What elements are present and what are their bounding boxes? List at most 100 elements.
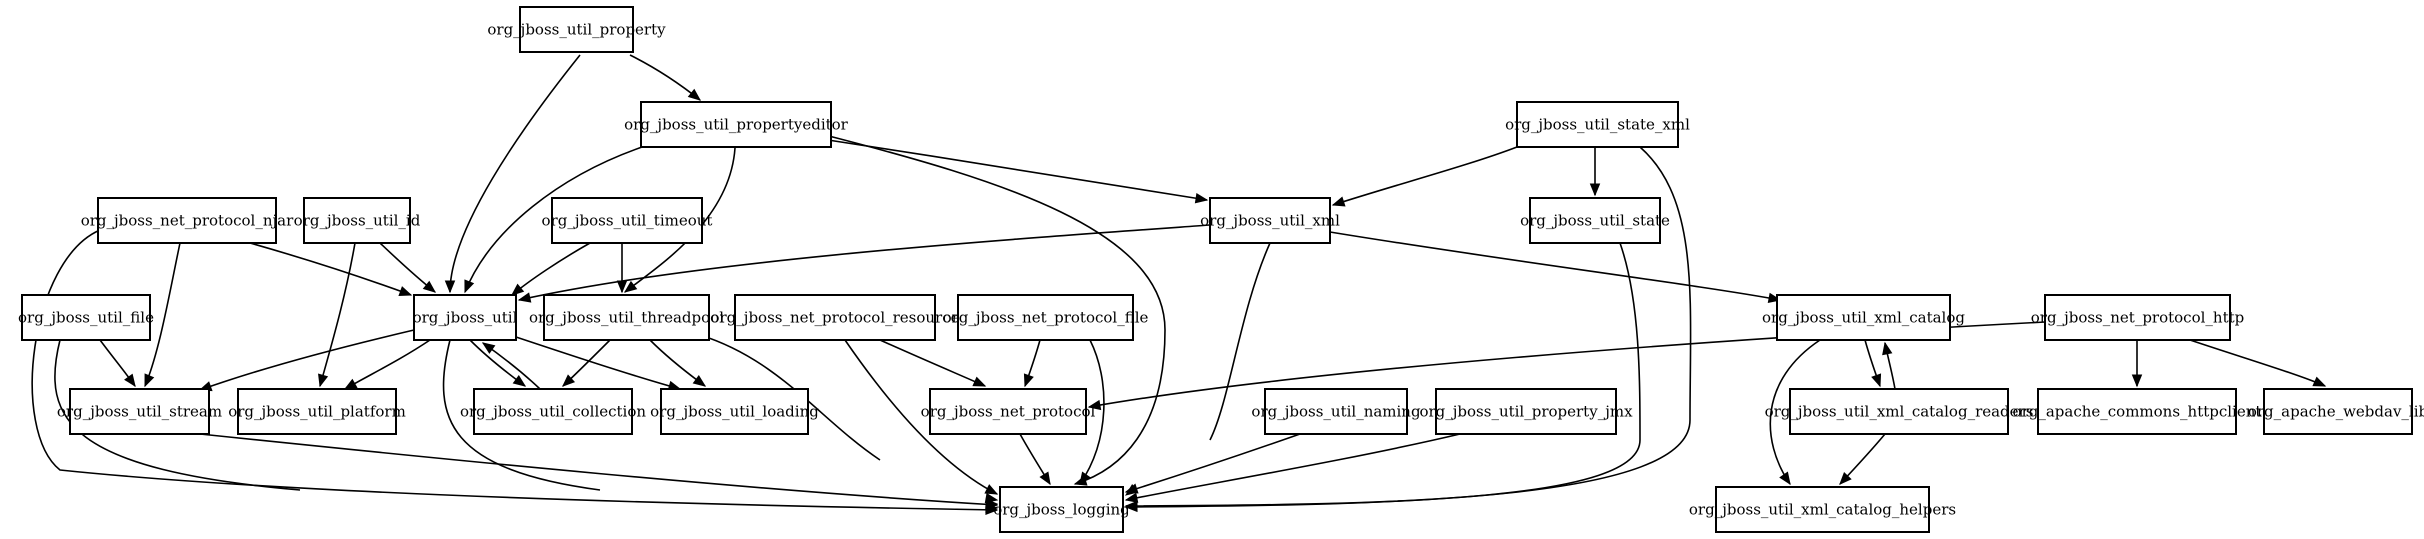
edge-org_jboss_util_threadpool-to-org_jboss_util_loading [649,339,707,387]
edge-org_jboss_util_timeout-to-org_jboss_util_threadpool [616,243,628,294]
node-org_jboss_util_state: org_jboss_util_state [1520,197,1670,244]
edge-org_jboss_net_protocol_njar-to-org_jboss_logging [31,229,999,516]
node-label: org_jboss_util_id [294,212,421,230]
arrowhead-icon [1039,471,1051,486]
node-org_jboss_util_file: org_jboss_util_file [18,294,154,341]
arrowhead-icon [1589,183,1601,197]
edge-org_jboss_util_xml_catalog_readers-to-org_jboss_util_xml_catalog_helpers [1839,433,1886,485]
arrowhead-icon [1023,373,1034,388]
arrowhead-icon [318,373,329,388]
node-box [519,6,634,53]
edge-line [199,433,998,506]
node-org_jboss_util_stream: org_jboss_util_stream [57,388,222,435]
arrowhead-icon [481,342,496,354]
arrowhead-icon [1124,500,1138,512]
edge-org_jboss_util-to-org_jboss_util_stream [198,329,415,392]
node-org_jboss_net_protocol_file: org_jboss_net_protocol_file [943,294,1149,341]
edge-line [449,54,581,293]
edge-org_jboss_util_stream-to-org_jboss_logging [199,433,999,510]
arrowhead-icon [510,283,525,296]
node-org_jboss_net_protocol: org_jboss_net_protocol [921,388,1096,435]
node-label: org_jboss_util_xml_catalog_readers [1765,403,2034,421]
node-label: org_jboss_util_platform [228,403,406,421]
edge-line [319,242,356,387]
edge-org_jboss_util_id-to-org_jboss_util [379,242,437,293]
edge-line [509,334,681,390]
node-box [97,197,277,244]
node-label: org_jboss_util_xml [1200,212,1340,230]
arrowhead-icon [444,280,456,294]
edge-line [1769,339,1821,485]
edge-line [824,134,1166,485]
node-box [551,197,703,244]
node-box [1209,197,1331,244]
arrowhead-icon [984,484,999,495]
arrowhead-icon [343,378,358,390]
node-label: org_jboss_util_loading [650,403,819,421]
edge-line [511,242,591,296]
node-box [734,294,936,341]
arrowhead-icon [1779,471,1791,486]
arrowhead-icon [972,376,987,387]
node-box [1264,388,1408,435]
edge-org_jboss_util_state_xml-to-org_jboss_util_state [1589,147,1601,197]
edge-line [464,145,646,293]
node-box [473,388,633,435]
node-box [957,294,1134,341]
edge-layer [31,54,2327,516]
node-org_jboss_util_xml: org_jboss_util_xml [1200,197,1340,244]
arrowhead-icon [124,373,136,388]
arrowhead-icon [512,374,527,387]
node-label: org_jboss_util [413,309,518,327]
edge-org_jboss_net_protocol_njar-to-org_jboss_util_stream [144,242,181,388]
node-label: org_apache_webdav_lib [2248,403,2424,421]
arrowhead-icon [2131,374,2143,388]
edge-org_jboss_util_xml-to-org_jboss_logging [1124,242,1271,496]
edge-org_jboss_util_property-to-org_jboss_util_propertyeditor [629,54,702,101]
node-org_jboss_util_state_xml: org_jboss_util_state_xml [1505,101,1690,148]
node-label: org_jboss_net_protocol_file [943,309,1149,327]
node-org_jboss_util_loading: org_jboss_util_loading [650,388,819,435]
node-box [21,294,151,341]
node-org_jboss_net_protocol_resource: org_jboss_net_protocol_resource [710,294,960,341]
edge-org_jboss_util_state_xml-to-org_jboss_util_xml [1331,146,1518,207]
node-label: org_jboss_util_propertyeditor [624,116,849,134]
node-box [1529,197,1661,244]
node-box [1715,486,1930,533]
node-label: org_jboss_util_xml_catalog_helpers [1689,501,1956,519]
edge-org_jboss_util_threadpool-to-org_jboss_util_collection [562,339,611,387]
edge-org_jboss_util_timeout-to-org_jboss_util [510,242,591,296]
node-label: org_apache_commons_httpclient [2013,403,2262,421]
edge-org_jboss_util_collection-to-org_jboss_util [481,342,541,390]
node-label: org_jboss_util_collection [460,403,646,421]
edge-line [144,242,181,387]
node-box [2044,294,2231,341]
node-org_jboss_util_collection: org_jboss_util_collection [460,388,646,435]
edge-line [1125,242,1641,507]
edge-line [54,339,301,491]
arrowhead-icon [1079,471,1091,486]
node-box [303,197,411,244]
node-label: org_jboss_net_protocol_http [2031,309,2244,327]
edge-org_jboss_net_protocol_http-to-org_apache_webdav_lib [2189,339,2327,387]
arrowhead-icon [398,286,413,296]
arrowhead-icon [1871,373,1882,388]
arrowhead-icon [144,373,155,388]
edge-line [827,139,1208,201]
edge-line [879,339,986,387]
node-org_jboss_util_platform: org_jboss_util_platform [228,388,406,435]
node-label: org_jboss_util_xml_catalog [1762,309,1965,327]
node-box [660,388,809,435]
node-org_jboss_util_threadpool: org_jboss_util_threadpool [529,294,724,341]
edge-org_jboss_net_protocol_njar-to-org_jboss_util [249,242,413,296]
node-org_jboss_util_propertyeditor: org_jboss_util_propertyeditor [624,101,849,148]
node-label: org_jboss_net_protocol_njar [81,212,294,230]
edge-org_jboss_util_propertyeditor-to-org_jboss_util [464,145,646,294]
arrowhead-icon [616,280,628,294]
edge-org_jboss_net_protocol_file-to-org_jboss_net_protocol [1023,339,1041,388]
node-org_apache_commons_httpclient: org_apache_commons_httpclient [2013,388,2262,435]
arrowhead-icon [464,279,475,294]
edge-org_jboss_net_protocol_file-to-org_jboss_logging [1079,339,1105,486]
arrowhead-icon [422,280,437,293]
node-box [1789,388,2009,435]
